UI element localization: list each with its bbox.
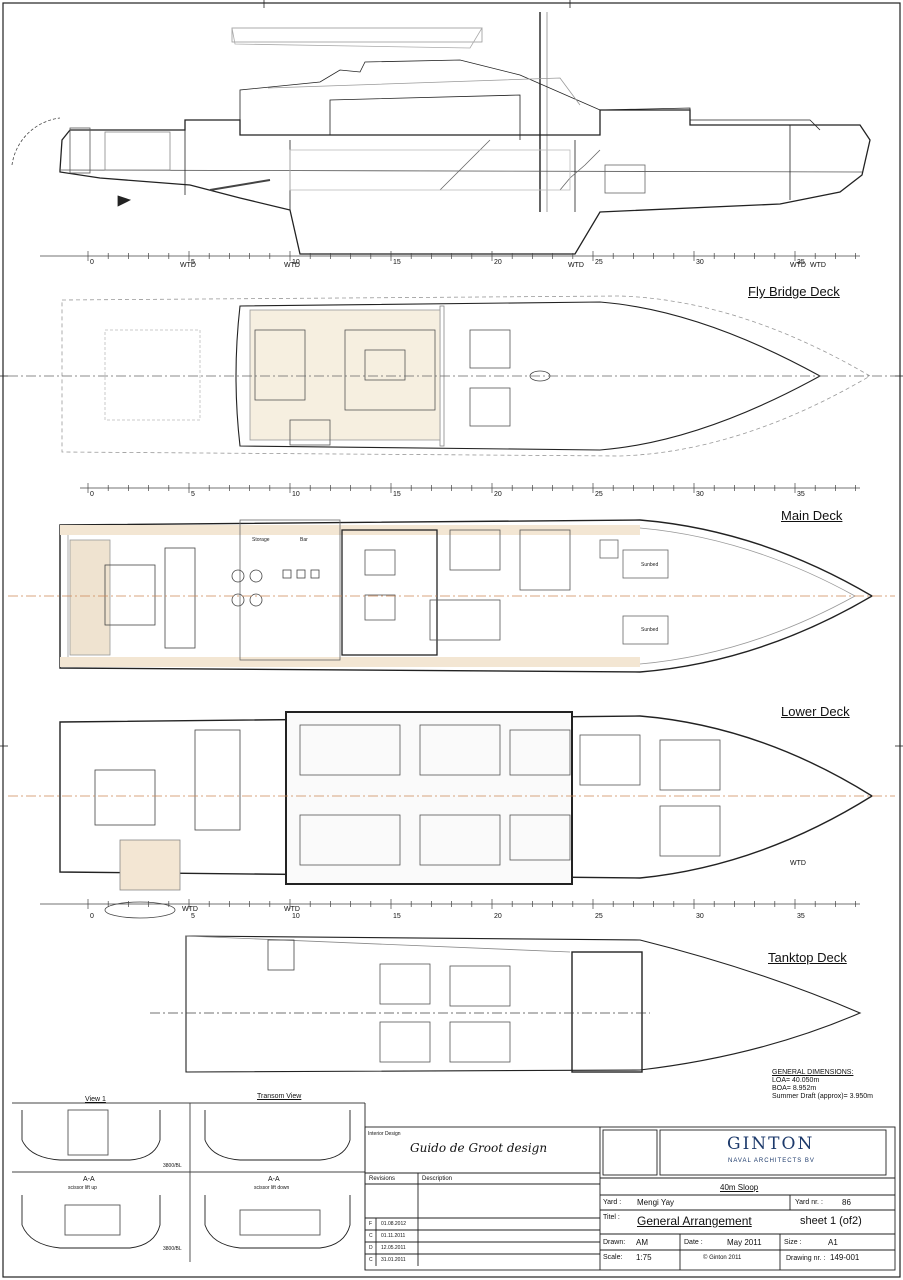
deck-title-main: Main Deck [781, 508, 843, 523]
frame-number: 30 [696, 491, 704, 498]
general-dimensions-heading: GENERAL DIMENSIONS: [772, 1069, 854, 1076]
frame-number: 20 [494, 913, 502, 920]
profile-view [11, 12, 871, 257]
sunbed-label-2: Sunbed [641, 627, 658, 633]
aa-down-sub: scissor lift down [254, 1185, 290, 1191]
revision-code: D [369, 1245, 373, 1251]
frame-number: 5 [191, 913, 195, 920]
tanktop-deck-plan [150, 935, 862, 1073]
wtd-marker: WTD [284, 262, 300, 269]
frame-number: 10 [292, 259, 300, 266]
frame-number: 25 [595, 259, 603, 266]
wtd-marker: WTD [180, 262, 196, 269]
revision-date: 01.08.2012 [381, 1221, 407, 1227]
frame-scale-fly [87, 483, 856, 493]
draft-value: Summer Draft (approx)= 3.950m [772, 1093, 873, 1100]
wtd-marker: WTD [284, 906, 300, 913]
frame-number: 30 [696, 913, 704, 920]
title-block [364, 1126, 896, 1271]
aa-down-label: A-A [268, 1176, 280, 1183]
yard-nr-value: 86 [842, 1198, 851, 1207]
frame-number: 35 [797, 259, 805, 266]
frame-number: 15 [393, 491, 401, 498]
copyright-text: © Ginton 2011 [703, 1255, 742, 1261]
wtd-marker: WTD [810, 262, 826, 269]
designer-name: Guido de Groot design [410, 1141, 548, 1155]
frame-scale-profile [87, 251, 856, 261]
frame-number: 10 [292, 491, 300, 498]
date-value: May 2011 [727, 1238, 762, 1247]
deck-title-lower: Lower Deck [781, 704, 850, 719]
frame-number: 5 [191, 259, 195, 266]
revision-date: 12.05.2011 [381, 1245, 406, 1251]
loa-value: LOA= 40.050m [772, 1077, 820, 1084]
size-value: A1 [828, 1238, 838, 1247]
revisions-label: Revisions [369, 1176, 396, 1182]
drawn-value: AM [636, 1238, 648, 1247]
frame-number: 0 [90, 913, 94, 920]
wtd-marker: WTD [790, 262, 806, 269]
company-subtitle: NAVAL ARCHITECTS BV [728, 1158, 815, 1164]
frame-number: 5 [191, 491, 195, 498]
boa-value: BOA= 8.952m [772, 1085, 817, 1092]
wtd-marker: WTD [790, 860, 806, 867]
frame-number: 15 [393, 259, 401, 266]
frame-number: 25 [595, 491, 603, 498]
revision-code: F [369, 1221, 373, 1227]
lower-deck-plan [8, 711, 895, 919]
frame-scale-lower [87, 899, 856, 909]
drawing-nr-value: 149-001 [830, 1253, 860, 1262]
scale-value: 1:75 [636, 1253, 652, 1262]
view1-label: View 1 [85, 1096, 106, 1103]
deck-title-fly-bridge: Fly Bridge Deck [748, 284, 840, 299]
frame-number: 30 [696, 259, 704, 266]
title-label: Titel : [603, 1214, 620, 1221]
sunbed-label-1: Sunbed [641, 562, 658, 568]
drawn-label: Drawn: [603, 1239, 626, 1246]
scale-label: Scale: [603, 1254, 623, 1261]
frame-number: 20 [494, 491, 502, 498]
wtd-marker: WTD [568, 262, 584, 269]
detail-views [12, 1102, 366, 1270]
wtd-marker: WTD [182, 906, 198, 913]
revision-code: C [369, 1257, 373, 1263]
frame-number: 20 [494, 259, 502, 266]
sheet-number: sheet 1 (of2) [800, 1215, 862, 1227]
project-name: 40m Sloop [720, 1183, 759, 1192]
frame-number: 25 [595, 913, 603, 920]
frame-number: 35 [797, 491, 805, 498]
interior-design-label: Interior Design [368, 1131, 401, 1137]
size-label: Size : [784, 1239, 802, 1246]
deck-title-tanktop: Tanktop Deck [768, 950, 847, 965]
main-deck-plan [8, 519, 895, 673]
transom-view-label: Transom View [257, 1093, 302, 1100]
drawing-nr-label: Drawing nr. : [786, 1255, 826, 1262]
frame-number: 15 [393, 913, 401, 920]
frame-number: 0 [90, 491, 94, 498]
general-dimensions: GENERAL DIMENSIONS: LOA= 40.050m BOA= 8.… [772, 1069, 873, 1101]
drawing-title: General Arrangement [637, 1214, 752, 1228]
storage-label: Storage [252, 537, 270, 543]
bl-label-2: 3800/BL [163, 1246, 182, 1252]
company-logo-text: GINTON [727, 1134, 815, 1154]
frame-number: 10 [292, 913, 300, 920]
yard-nr-label: Yard nr. : [795, 1199, 823, 1206]
yard-value: Mengi Yay [637, 1198, 675, 1207]
date-label: Date : [684, 1239, 703, 1246]
frame-number: 0 [90, 259, 94, 266]
aa-up-sub: scissor lift up [68, 1185, 97, 1191]
bar-label: Bar [300, 537, 308, 543]
main-deck-text: Storage Bar Sunbed Sunbed [252, 537, 658, 633]
aa-up-label: A-A [83, 1176, 95, 1183]
revision-code: C [369, 1233, 373, 1239]
frame-number: 35 [797, 913, 805, 920]
revision-date: 01.11.2011 [381, 1233, 406, 1239]
bl-label-1: 3800/BL [163, 1163, 182, 1169]
yard-label: Yard : [603, 1199, 622, 1206]
fly-bridge-deck-plan [8, 295, 895, 489]
description-label: Description [422, 1176, 453, 1182]
revision-date: 31.01.2011 [381, 1257, 406, 1263]
